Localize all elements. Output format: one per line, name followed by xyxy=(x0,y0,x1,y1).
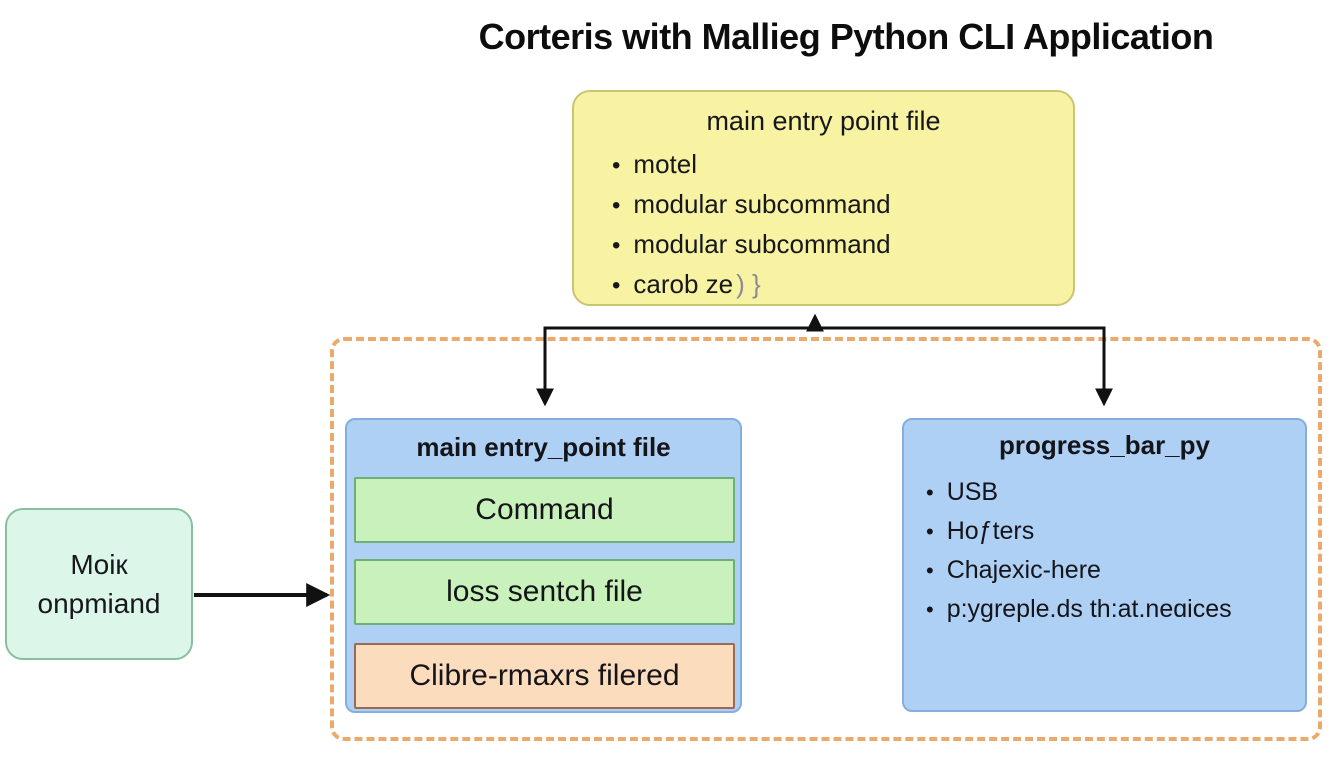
list-item: modular subcommand xyxy=(612,225,1073,265)
sub-item-loss-sentch-file: loss sentch file xyxy=(354,559,735,625)
sub-item-clibre-filered: Clibre-rmaxrs filered xyxy=(354,643,735,709)
list-item: USB xyxy=(926,473,1305,512)
main-entry-point-node: main entry point file motel modular subc… xyxy=(572,90,1075,306)
list-item: p:ygreple.ds th:at.neɑices xyxy=(926,590,1305,629)
entry-point-module-node: main entry_point file Command loss sentc… xyxy=(345,418,742,713)
progress-bar-module-node: progress_bar_py USB Hoƒters Chajexic-her… xyxy=(902,418,1307,712)
progress-bar-bullet-list: USB Hoƒters Chajexic-here p:ygreple.ds t… xyxy=(904,473,1305,629)
yellow-node-bullet-list: motel modular subcommand modular subcomm… xyxy=(574,145,1073,305)
cli-modules-group-border xyxy=(330,337,1322,741)
bullet-suffix: ) } xyxy=(736,269,761,299)
progress-bar-module-title: progress_bar_py xyxy=(999,430,1210,460)
list-item: Hoƒters xyxy=(926,512,1305,551)
list-item: carob ze) } xyxy=(612,265,1073,305)
entry-point-module-title: main entry_point file xyxy=(416,432,671,462)
yellow-node-title: main entry point file xyxy=(706,106,941,136)
input-command-node: Moiк onpmiand xyxy=(5,508,193,660)
bullet-text: carob ze xyxy=(633,269,734,299)
list-item: Chajexic-here xyxy=(926,551,1305,590)
list-item: motel xyxy=(612,145,1073,185)
sub-item-command: Command xyxy=(354,477,735,543)
list-item: modular subcommand xyxy=(612,185,1073,225)
page-title: Corteris with Mallieg Python CLI Applica… xyxy=(478,16,1214,57)
input-command-line2: onpmiand xyxy=(37,588,161,619)
input-command-line1: Moiк xyxy=(70,549,128,580)
